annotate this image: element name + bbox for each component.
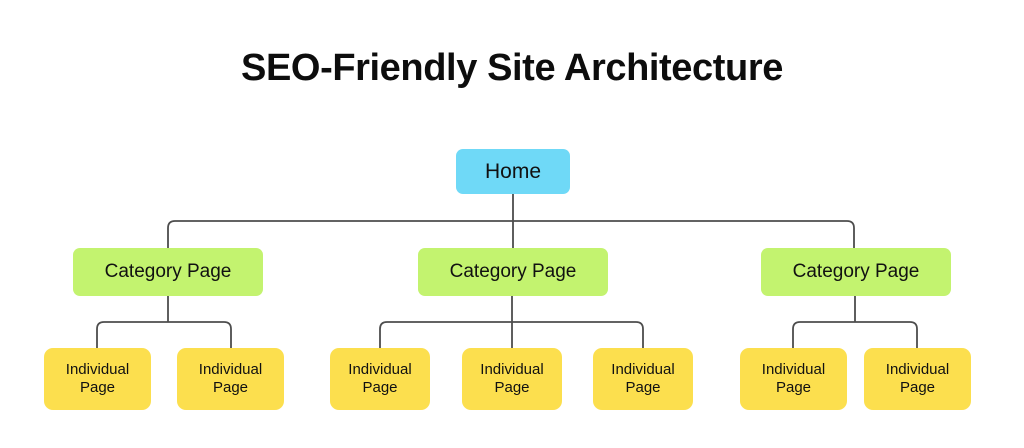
page-title: SEO-Friendly Site Architecture xyxy=(241,47,783,89)
node-individual-2-3[interactable]: Individual Page xyxy=(593,348,693,410)
node-individual-1-2-label: Individual Page xyxy=(198,360,263,396)
node-category-1-label: Category Page xyxy=(104,261,232,283)
node-home[interactable]: Home xyxy=(456,149,570,194)
node-individual-2-1-label: Individual Page xyxy=(348,360,412,396)
node-individual-3-2-label: Individual Page xyxy=(885,360,950,396)
edge-category-2-bus xyxy=(379,321,644,348)
node-individual-1-2[interactable]: Individual Page xyxy=(177,348,284,410)
node-category-1[interactable]: Category Page xyxy=(73,248,263,296)
edge-home-to-categories xyxy=(167,220,855,248)
node-individual-3-1-label: Individual Page xyxy=(761,360,826,396)
node-category-3-label: Category Page xyxy=(792,261,920,283)
node-individual-2-2[interactable]: Individual Page xyxy=(462,348,562,410)
node-category-2-label: Category Page xyxy=(449,261,577,283)
node-category-2[interactable]: Category Page xyxy=(418,248,608,296)
edge-category-3-bus xyxy=(792,321,918,348)
node-individual-2-2-label: Individual Page xyxy=(480,360,544,396)
node-home-label: Home xyxy=(484,159,542,183)
node-individual-2-3-label: Individual Page xyxy=(611,360,675,396)
node-individual-3-1[interactable]: Individual Page xyxy=(740,348,847,410)
node-individual-1-1-label: Individual Page xyxy=(65,360,130,396)
node-individual-1-1[interactable]: Individual Page xyxy=(44,348,151,410)
edge-category-1-bus xyxy=(96,321,232,348)
node-individual-3-2[interactable]: Individual Page xyxy=(864,348,971,410)
node-category-3[interactable]: Category Page xyxy=(761,248,951,296)
node-individual-2-1[interactable]: Individual Page xyxy=(330,348,430,410)
